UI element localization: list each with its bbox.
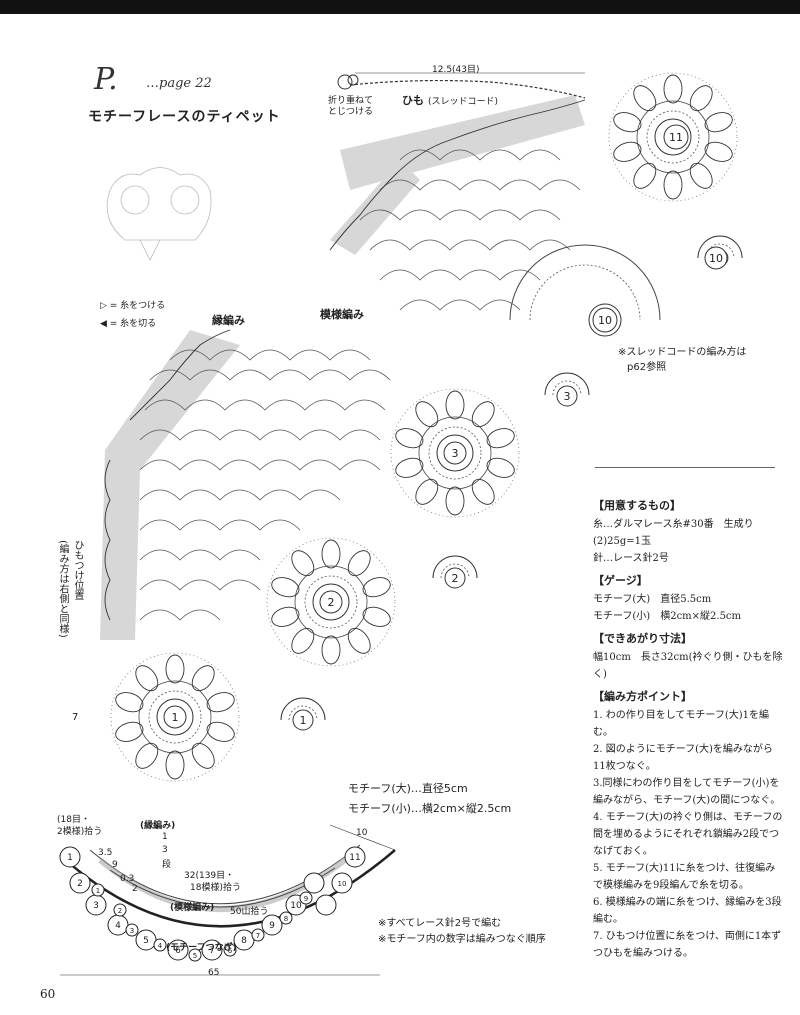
schematic-edge-label: (縁編み)	[140, 821, 176, 831]
size-title: 【できあがり寸法】	[593, 632, 692, 645]
schematic-motif-bottom-number: 5	[193, 952, 197, 960]
note-needle: ※すべてレース針2号で編む	[378, 918, 502, 929]
schematic-motif-top-number: 11	[349, 853, 360, 863]
cord-length: 12.5(43目)	[432, 65, 480, 75]
top-bar	[0, 0, 800, 14]
schematic-motif-bottom-number: 1	[96, 887, 100, 895]
schematic-motif-top-number: 1	[67, 853, 73, 863]
instructions-sidebar: 【用意するもの】 糸…ダルマレース糸#30番 生成り (2)25g=1玉 針…レ…	[593, 492, 783, 962]
schematic-pattern-pick-2: 18模様)拾う	[190, 883, 241, 893]
motif-number: 3	[564, 390, 571, 403]
schematic-motif-top-number: 3	[93, 901, 99, 911]
edge-label: 縁編み	[212, 314, 245, 327]
section-letter: P.	[94, 62, 118, 97]
motif-large-size: モチーフ(大)…直径5cm	[348, 782, 468, 795]
cord-label-sub: (スレッドコード)	[428, 97, 499, 107]
gauge-title: 【ゲージ】	[593, 574, 648, 587]
schematic-rows: 1	[162, 832, 168, 842]
schematic-dan-label: 段	[162, 860, 172, 870]
schematic-motif-bottom-number: 2	[118, 907, 122, 915]
page-reference: …page 22	[146, 76, 212, 91]
sidebar-divider	[595, 467, 775, 468]
motif-number: 3	[452, 447, 459, 460]
materials-line: 針…レース針2号	[593, 553, 669, 564]
motif-number: 2	[328, 596, 335, 609]
point-item: 1. わの作り目をしてモチーフ(大)1を編む。	[593, 710, 769, 738]
point-item: 4. モチーフ(大)の衿ぐり側は、モチーフの間を埋めるようにそれぞれ鎖編み2段で…	[593, 812, 783, 857]
cord-fold-note: 折り重ねて とじつける	[328, 96, 374, 117]
legend-attach: ▷ = 糸をつける	[100, 301, 166, 311]
size-line: 幅10cm 長さ32cm(衿ぐり側・ひもを除く)	[593, 652, 783, 680]
note-order: ※モチーフ内の数字は編みつなぐ順序	[378, 934, 546, 945]
schematic-motif-top-number: 9	[269, 921, 275, 931]
schematic-dan: 3	[162, 845, 168, 855]
point-item: 5. モチーフ(大)11に糸をつけ、往復編みで模様編みを9段編んで糸を切る。	[593, 863, 776, 891]
schematic-width: 65	[208, 968, 220, 978]
schematic-pick-left-2: 2模様)拾う	[57, 827, 103, 837]
schematic-motif-top-number: 4	[115, 921, 121, 931]
motif-number: 10	[709, 252, 723, 265]
schematic-pattern-label: (模様編み)	[170, 903, 215, 913]
cord-position-label: ひもつけ位置	[72, 540, 83, 600]
schematic-motif-top-number: 8	[241, 936, 247, 946]
schematic-motif-bottom-number: 3	[130, 927, 134, 935]
page-number: 60	[40, 987, 56, 1001]
motif-number: 1	[172, 711, 179, 724]
legend-cut: ◀ = 糸を切る	[100, 319, 157, 329]
motif-number: 1	[300, 714, 307, 727]
row-number: 7	[72, 712, 79, 723]
schematic-m9: 9	[112, 860, 118, 870]
motif-small-size: モチーフ(小)…横2cm×縦2.5cm	[348, 802, 512, 815]
points-title: 【編み方ポイント】	[593, 690, 692, 703]
schematic-right: 10	[356, 828, 368, 838]
schematic-motif-bottom-number: 10	[338, 880, 347, 888]
schematic-motif-top-number: 10	[290, 901, 302, 911]
page-title: モチーフレースのティペット	[88, 109, 281, 125]
point-item: 2. 図のようにモチーフ(大)を編みながら11枚つなぐ。	[593, 744, 773, 772]
pattern-label: 模様編み	[320, 308, 364, 321]
cord-label: ひも	[402, 94, 424, 107]
schematic-motif-bottom-number: 8	[284, 915, 288, 923]
cord-position-note: (編み方は右側と同様)	[57, 540, 68, 638]
schematic-motif-bottom-number: 9	[304, 895, 308, 903]
schematic-motif-top-number: 7	[209, 946, 215, 956]
gauge-line: モチーフ(大) 直径5.5cm	[593, 594, 712, 605]
cord-note-2: p62参照	[627, 362, 667, 373]
gauge-line: モチーフ(小) 横2cm×縦2.5cm	[593, 611, 742, 622]
schematic-join-label: (モチーフつなぎ)	[166, 943, 237, 953]
materials-line: (2)25g=1玉	[593, 536, 652, 547]
materials-line: 糸…ダルマレース糸#30番 生成り	[593, 519, 754, 530]
cord-note-1: ※スレッドコードの編み方は	[618, 347, 747, 358]
materials-title: 【用意するもの】	[593, 499, 681, 512]
point-item: 6. 模様編みの端に糸をつけ、縁編みを3段編む。	[593, 897, 782, 925]
schematic-yama: 50山拾う	[230, 907, 269, 917]
schematic-motif-bottom-number: 7	[256, 932, 260, 940]
schematic-pattern-pick: 32(139目・	[184, 871, 235, 881]
schematic-m2: 2	[132, 884, 138, 894]
point-item: 3.同様にわの作り目をしてモチーフ(小)を編みながら、モチーフ(大)の間につなぐ…	[593, 778, 781, 806]
point-item: 7. ひもつけ位置に糸をつけ、両側に1本ずつひもを編みつける。	[593, 931, 782, 959]
schematic-pick-left: (18目・	[57, 815, 90, 825]
schematic-motif-top-number: 2	[77, 879, 83, 889]
motif-number: 10	[598, 314, 612, 327]
schematic-m35: 3.5	[98, 848, 113, 858]
schematic-m03: 0.3	[120, 874, 135, 884]
schematic-motif-bottom-number: 4	[158, 942, 163, 950]
schematic-motif-top-number: 6	[175, 946, 181, 956]
schematic-motif-bottom-number: 6	[228, 947, 233, 955]
schematic-motif-top-number: 5	[143, 936, 149, 946]
motif-number: 2	[452, 572, 459, 585]
motif-number: 11	[669, 131, 683, 144]
